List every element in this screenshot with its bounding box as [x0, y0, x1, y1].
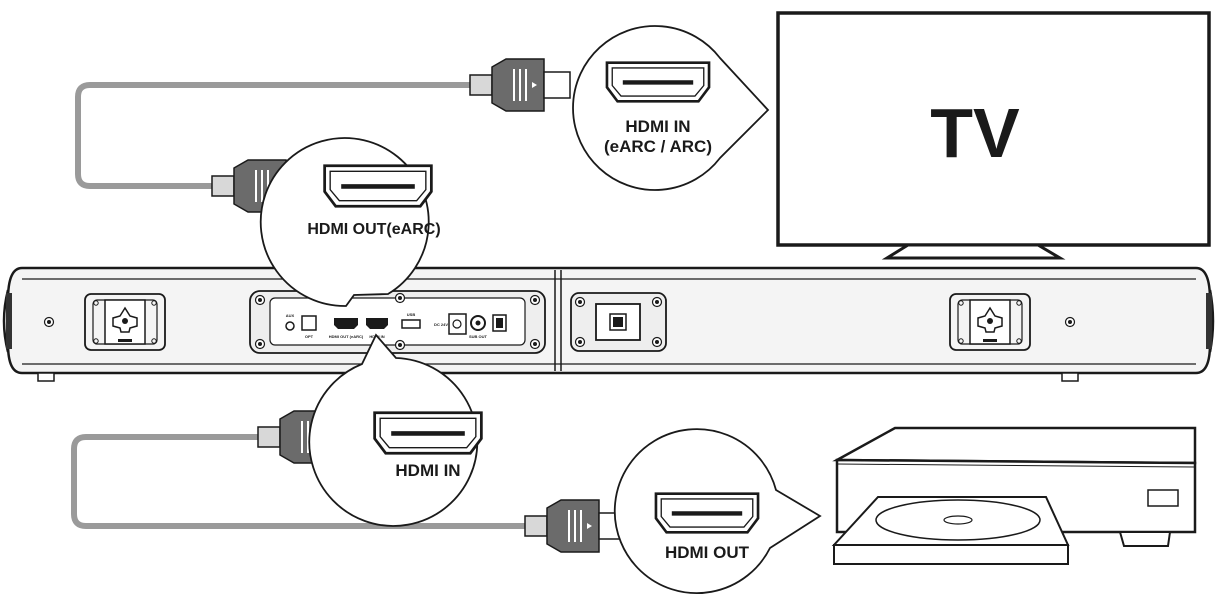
- sub-out-port-label: SUB OUT: [469, 334, 488, 339]
- hdmi-plug-tv-cable-end: [469, 58, 571, 112]
- callout-player-hdmi-out-label: HDMI OUT: [665, 543, 750, 562]
- usb-port: [401, 319, 421, 329]
- wall-mount-bracket-left: [84, 293, 166, 351]
- player-display: [1147, 489, 1179, 507]
- hdmi-cable-tv: [75, 82, 473, 189]
- optical-port-label: OPT: [305, 334, 314, 339]
- tv-screen: [776, 11, 1211, 247]
- callout-soundbar-hdmi-out-label: HDMI OUT(eARC): [307, 221, 440, 238]
- callout-soundbar-hdmi-in-label: HDMI IN: [395, 461, 460, 480]
- hdmi-plug-player-cable-end: [524, 499, 626, 553]
- screw-right: [1064, 316, 1076, 328]
- usb-port-label: USB: [407, 312, 416, 317]
- hdmi-cable-player: [71, 434, 528, 529]
- screw-left: [43, 316, 55, 328]
- tv-stand: [881, 243, 1066, 260]
- hdmi-in-port: [366, 318, 388, 329]
- callout-player-hdmi-out: HDMI OUT: [613, 428, 822, 595]
- tv-label: TV: [930, 94, 1020, 172]
- disc-player: [831, 426, 1197, 565]
- callout-soundbar-hdmi-out: HDMI OUT(eARC): [259, 137, 441, 307]
- connector-panel: AUX OPT HDMI OUT (eARC) HDMI IN USB DC 2…: [249, 290, 546, 354]
- dc-power-port: [448, 313, 467, 335]
- aux-port-label: AUX: [286, 313, 295, 318]
- callout-tv-hdmi-in: HDMI IN (eARC / ARC): [572, 25, 770, 191]
- callout-tv-hdmi-in-line2: (eARC / ARC): [604, 137, 712, 156]
- hdmi-out-port-label: HDMI OUT (eARC): [329, 334, 364, 339]
- tv: TV: [776, 11, 1211, 260]
- callout-soundbar-hdmi-in: HDMI IN: [308, 333, 483, 527]
- center-connector: [595, 303, 641, 341]
- wall-mount-bracket-right: [949, 293, 1031, 351]
- optical-port: [301, 315, 317, 331]
- soundbar: AUX OPT HDMI OUT (eARC) HDMI IN USB DC 2…: [2, 266, 1215, 382]
- hdmi-out-earc-port: [334, 318, 358, 329]
- callout-tv-hdmi-in-line1: HDMI IN: [625, 117, 690, 136]
- aux-port: [285, 321, 295, 331]
- dc-port-label: DC 24V: [434, 322, 448, 327]
